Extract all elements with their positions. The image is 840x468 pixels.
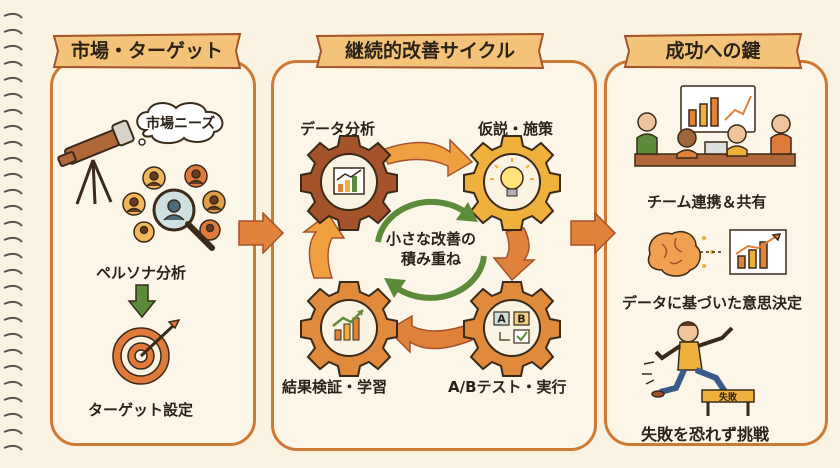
gear-hypothesis (463, 135, 561, 231)
spiral-ring (3, 300, 23, 307)
step-data-analysis-label: データ分析 (300, 120, 376, 138)
gear-review (300, 281, 398, 377)
target-icon (112, 318, 181, 385)
spiral-ring (3, 380, 23, 387)
spiral-ring (3, 236, 23, 243)
arrow-right (492, 227, 536, 282)
key-teamwork-label: チーム連携＆共有 (647, 193, 767, 211)
persona-analysis-label: ペルソナ分析 (96, 264, 187, 282)
arrow-bottom (386, 314, 474, 354)
spiral-ring (3, 60, 23, 67)
spiral-ring (3, 332, 23, 339)
spiral-ring (3, 28, 23, 35)
spiral-ring (3, 396, 23, 403)
improvement-cycle-banner: 継続的改善サイクル (315, 32, 545, 70)
step-hypothesis-label: 仮説・施策 (478, 120, 554, 138)
arrow-left (301, 212, 346, 279)
spiral-ring (3, 364, 23, 371)
market-target-banner: 市場・ターゲット (52, 32, 242, 70)
spiral-ring (3, 76, 23, 83)
market-target-title: 市場・ターゲット (70, 40, 223, 62)
ab-letter-a: A (497, 313, 506, 326)
hurdle-runner-icon: 失敗 (642, 321, 755, 416)
spiral-ring (3, 444, 23, 451)
success-keys-title: 成功への鍵 (665, 40, 761, 62)
spiral-ring (3, 140, 23, 147)
spiral-ring (3, 188, 23, 195)
center-text-line-1: 小さな改善の (386, 230, 476, 248)
key-fearless-label: 失敗を恐れず挑戦 (641, 425, 770, 444)
market-needs-text: 市場ニーズ (146, 116, 216, 132)
cycle-diagram: A B 小さな改善の 積み重ね (300, 135, 561, 377)
gear-ab-test: A B (463, 281, 561, 377)
step-review-label: 結果検証・学習 (282, 378, 388, 396)
spiral-ring (3, 428, 23, 435)
spiral-ring (3, 204, 23, 211)
gear-data-analysis (300, 135, 398, 231)
target-setting-label: ターゲット設定 (88, 401, 194, 419)
team-meeting-icon (634, 85, 796, 167)
spiral-binding (3, 12, 23, 451)
step-ab-test-label: A/Bテスト・実行 (448, 378, 567, 396)
hurdle-text: 失敗 (719, 391, 738, 403)
spiral-ring (3, 156, 23, 163)
spiral-ring (3, 268, 23, 275)
spiral-ring (3, 124, 23, 131)
spiral-ring (3, 348, 23, 355)
spiral-ring (3, 172, 23, 179)
key-data-decision-label: データに基づいた意思決定 (622, 294, 803, 312)
improvement-cycle-title: 継続的改善サイクル (344, 40, 516, 62)
persona-group-icon (122, 164, 226, 251)
spiral-ring (3, 12, 23, 19)
brain-chart-icon (647, 229, 787, 277)
center-text-line-2: 積み重ね (400, 250, 461, 268)
telescope-icon (57, 119, 135, 205)
thought-bubble (136, 102, 224, 146)
spiral-ring (3, 108, 23, 115)
spiral-ring (3, 220, 23, 227)
spiral-ring (3, 412, 23, 419)
ab-letter-b: B (517, 313, 525, 326)
arrow-top (380, 138, 474, 178)
spiral-ring (3, 92, 23, 99)
spiral-ring (3, 316, 23, 323)
down-arrow-icon (127, 284, 157, 319)
left-to-middle-arrow-icon (238, 212, 285, 254)
middle-to-right-arrow-icon (570, 212, 617, 254)
spiral-ring (3, 252, 23, 259)
center-cycle-arrows (375, 198, 487, 301)
success-keys-banner: 成功への鍵 (623, 32, 803, 70)
spiral-ring (3, 44, 23, 51)
spiral-ring (3, 284, 23, 291)
